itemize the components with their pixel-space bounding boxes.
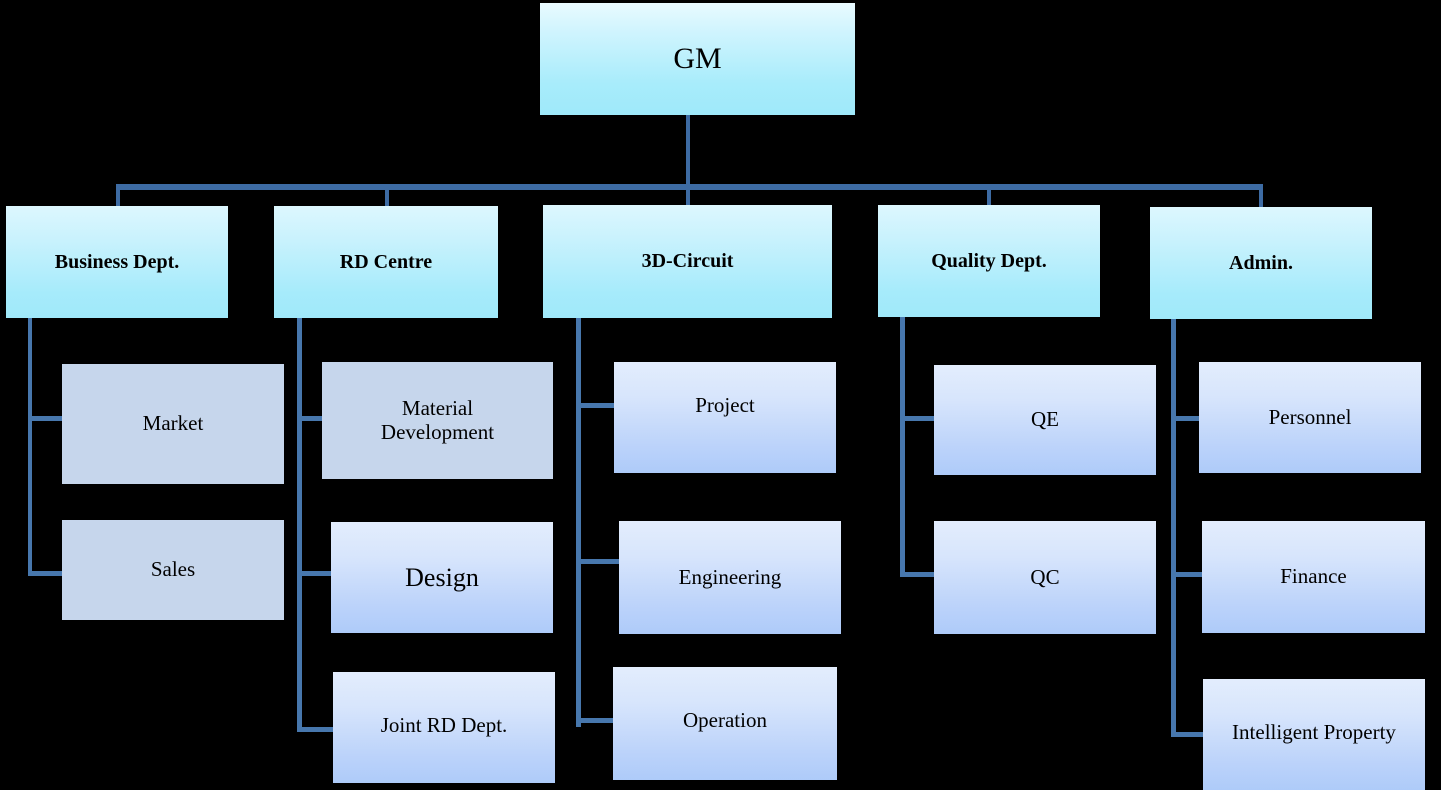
node-engineering-label: Engineering [678,564,782,589]
connector-stub-finance [1171,572,1205,577]
node-3d-circuit[interactable]: 3D-Circuit [543,205,832,318]
node-finance-label: Finance [1280,564,1347,589]
connector-stub-market [28,416,64,421]
node-sales-label: Sales [150,557,196,582]
node-project[interactable]: Project [614,362,836,473]
node-personnel-label: Personnel [1268,404,1352,429]
connector-stub-project [576,403,616,408]
node-admin-label: Admin. [1229,251,1293,274]
node-admin[interactable]: Admin. [1150,207,1372,319]
node-operation[interactable]: Operation [613,667,837,780]
node-design-label: Design [405,562,479,592]
node-joint-rd-dept[interactable]: Joint RD Dept. [333,672,555,783]
node-operation-label: Operation [683,708,767,732]
connector-rail-business [28,317,32,576]
node-business-dept-label: Business Dept. [54,250,180,273]
node-market[interactable]: Market [62,364,284,484]
node-personnel[interactable]: Personnel [1199,362,1421,473]
node-business-dept[interactable]: Business Dept. [6,206,228,318]
node-qe[interactable]: QE [934,365,1156,475]
node-design[interactable]: Design [331,522,553,633]
connector-drop-business [116,184,120,208]
connector-stub-material-development [297,416,325,421]
node-gm-label: GM [673,42,722,76]
node-intelligent-property[interactable]: Intelligent Property [1203,679,1425,790]
connector-stub-intelligent-property [1171,732,1207,737]
node-quality-dept-label: Quality Dept. [931,249,1047,272]
node-qc[interactable]: QC [934,521,1156,634]
connector-stub-engineering [576,559,621,564]
node-material-development-label: Material Development [380,395,495,444]
connector-gm-stem [686,114,690,186]
node-finance[interactable]: Finance [1202,521,1425,633]
connector-stub-sales [28,571,64,576]
connector-rail-quality [900,317,905,577]
node-project-label: Project [695,393,755,417]
connector-stub-personnel [1171,416,1202,421]
connector-rail-admin [1171,317,1176,737]
node-rd-centre[interactable]: RD Centre [274,206,498,318]
node-3d-circuit-label: 3D-Circuit [641,250,734,273]
connector-stub-qe [900,416,937,421]
connector-stub-design [297,571,334,576]
connector-rail-3dcircuit [576,317,581,727]
node-engineering[interactable]: Engineering [619,521,841,634]
node-sales[interactable]: Sales [62,520,284,620]
connector-drop-3dcircuit [686,184,690,208]
node-gm[interactable]: GM [540,3,855,115]
connector-drop-admin [1259,184,1263,208]
connector-drop-quality [987,184,991,208]
connector-stub-operation [576,718,616,723]
node-intelligent-property-label: Intelligent Property [1232,720,1396,744]
node-material-development[interactable]: Material Development [322,362,553,479]
node-market-label: Market [142,411,204,436]
node-rd-centre-label: RD Centre [339,250,433,273]
node-quality-dept[interactable]: Quality Dept. [878,205,1100,317]
node-joint-rd-dept-label: Joint RD Dept. [380,713,508,737]
connector-drop-rd [385,184,389,208]
connector-stub-joint-rd-dept [297,727,337,732]
node-qc-label: QC [1030,564,1060,589]
connector-rail-rd [297,317,302,732]
connector-stub-qc [900,572,937,577]
node-qe-label: QE [1031,407,1059,432]
